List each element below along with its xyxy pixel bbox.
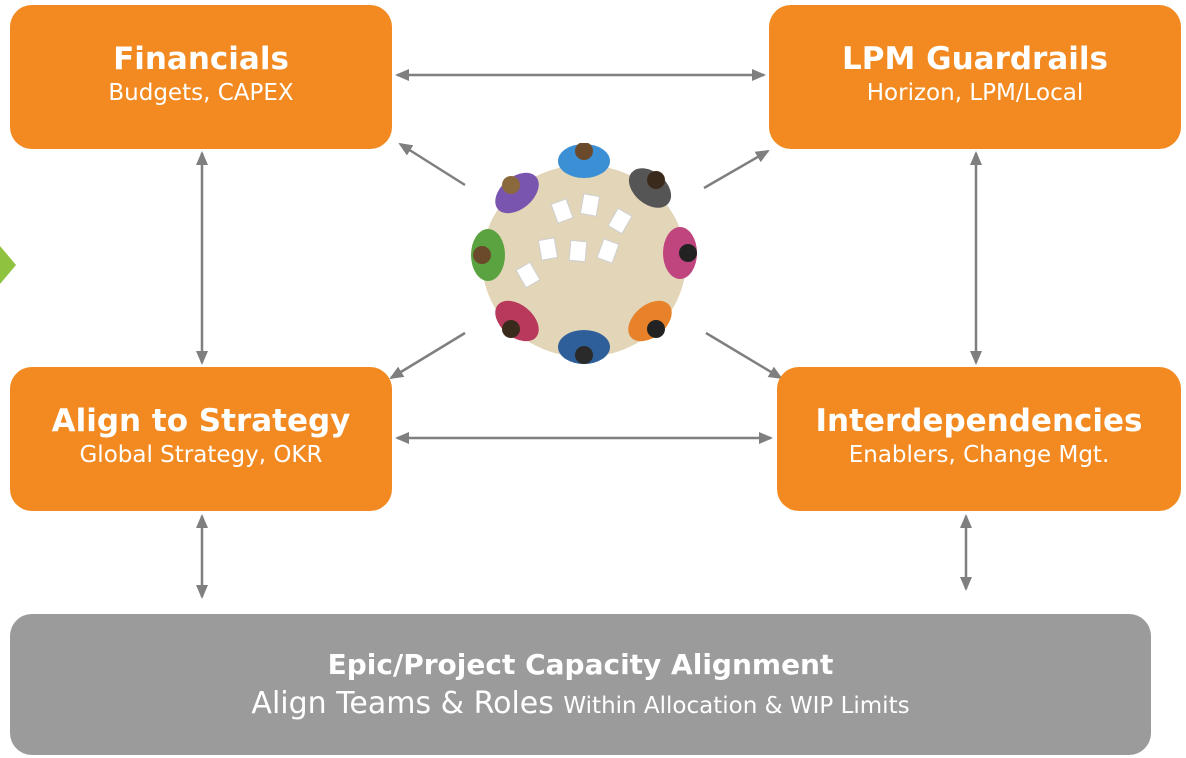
interdependencies-subtitle: Enablers, Change Mgt. [848, 442, 1110, 468]
capacity-alignment-subtitle: Align Teams & Roles Within Allocation & … [10, 684, 1151, 726]
lpm-guardrails-subtitle: Horizon, LPM/Local [866, 80, 1084, 106]
align-to-strategy-title: Align to Strategy [51, 403, 351, 439]
participant-bottom [558, 330, 610, 364]
participant-left [471, 229, 505, 281]
interdependencies-box: Interdependencies Enablers, Change Mgt. [777, 367, 1181, 511]
arrow-center-align [389, 331, 466, 380]
participant-right [663, 227, 697, 279]
financials-subtitle: Budgets, CAPEX [108, 80, 294, 106]
participant-top-left [495, 172, 539, 214]
capacity-alignment-box: Epic/Project Capacity Alignment Align Te… [10, 614, 1151, 755]
arrow-center-interdependencies [705, 331, 783, 380]
interdependencies-title: Interdependencies [815, 403, 1143, 439]
participant-top-right [628, 168, 672, 208]
align-to-strategy-box: Align to Strategy Global Strategy, OKR [10, 367, 392, 511]
financials-title: Financials [113, 41, 289, 77]
participant-bottom-left [495, 300, 539, 342]
lpm-guardrails-box: LPM Guardrails Horizon, LPM/Local [769, 5, 1181, 149]
arrow-center-financials [398, 142, 466, 187]
participant-top [558, 143, 610, 178]
arrow-center-lpm [703, 149, 770, 190]
side-marker-arrow [0, 246, 16, 284]
meeting-table-illustration [471, 143, 697, 364]
participant-bottom-right [628, 300, 672, 342]
align-to-strategy-subtitle: Global Strategy, OKR [79, 442, 323, 468]
financials-box: Financials Budgets, CAPEX [10, 5, 392, 149]
capacity-subtitle-small: Within Allocation & WIP Limits [563, 693, 910, 719]
capacity-subtitle-main: Align Teams & Roles [251, 686, 554, 721]
capacity-alignment-title: Epic/Project Capacity Alignment [327, 648, 834, 681]
lpm-guardrails-title: LPM Guardrails [842, 41, 1108, 77]
papers-on-table [515, 193, 633, 289]
